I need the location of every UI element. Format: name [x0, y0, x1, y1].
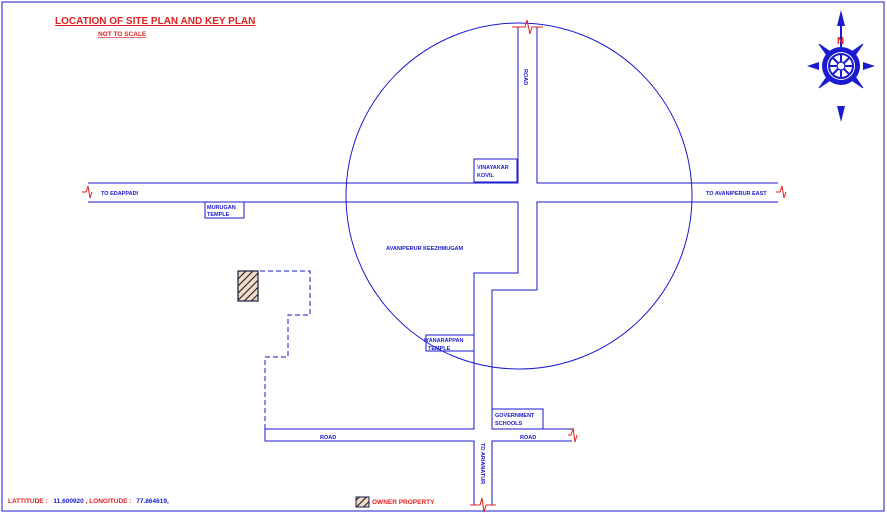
page-title: LOCATION OF SITE PLAN AND KEY PLAN [55, 16, 255, 27]
break-west [82, 185, 93, 199]
legend-owner-swatch [355, 496, 370, 508]
break-symbols [82, 19, 787, 513]
road-label-bottom-right: ROAD [520, 435, 536, 441]
government-schools-box [491, 408, 544, 430]
road-edge-ne [536, 27, 778, 184]
road-network [88, 27, 778, 505]
legend-owner-label: OWNER PROPERTY [372, 499, 435, 506]
road-edge-sw [88, 201, 519, 505]
iyanarappan-label-1: IYANARAPPAN [424, 338, 463, 344]
longitude-label: , LONGITUDE : [86, 498, 132, 505]
vinayakar-kovil-box [473, 158, 518, 183]
murugan-temple-box [204, 201, 245, 219]
vinayakar-label-2: KOVIL [477, 173, 494, 179]
coordinates-text: LATTITUDE : 11.600920 , LONGITUDE : 77.8… [8, 498, 169, 505]
to-ariyanatur-label: TO ARIANATUR [479, 443, 485, 484]
owner-property-plot [237, 270, 259, 302]
break-east [776, 185, 787, 199]
road-edge-se [491, 201, 778, 430]
break-southeast [568, 427, 578, 443]
break-north [512, 19, 543, 35]
latitude-value: 11.600920 [53, 498, 84, 505]
road-edge-nw [88, 27, 519, 184]
govt-schools-label-1: GOVERNMENT [495, 413, 535, 419]
break-south [470, 497, 496, 513]
to-avaniperur-east-label: TO AVANIPERUR EAST [706, 191, 767, 197]
village-label: AVANIPERUR KEEZHMUGAM [386, 246, 464, 252]
latitude-label: LATTITUDE : [8, 498, 48, 505]
longitude-value: 77.864619, [136, 498, 169, 505]
iyanarappan-label-2: TEMPLE [428, 346, 451, 352]
radius-circle [345, 22, 693, 370]
road-label-bottom-left: ROAD [320, 435, 336, 441]
site-boundary [258, 270, 311, 429]
iyanarappan-temple-box [425, 334, 475, 352]
murugan-label-2: TEMPLE [207, 212, 230, 218]
road-edge-s [491, 440, 572, 505]
to-edappadi-label: TO EDAPPADI [101, 191, 139, 197]
govt-schools-label-2: SCHOOLS [495, 421, 523, 427]
murugan-label-1: MURUGAN [207, 205, 236, 211]
compass-rose-icon: N [807, 10, 875, 122]
compass-north-letter: N [837, 36, 844, 47]
vinayakar-label-1: VINAYAKAR [477, 165, 509, 171]
road-label-north: ROAD [522, 69, 528, 85]
page-subtitle: NOT TO SCALE [98, 31, 147, 38]
